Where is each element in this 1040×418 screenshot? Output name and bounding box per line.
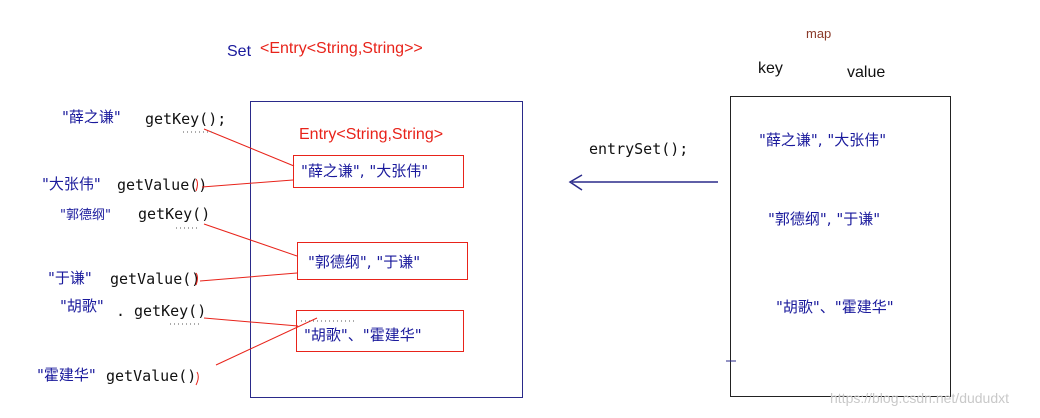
- entryset-arrow: [568, 174, 718, 191]
- entryset-method-label: entrySet();: [589, 140, 689, 158]
- left-method-call: getKey(): [138, 205, 211, 223]
- left-value: "霍建华": [37, 366, 96, 384]
- left-value: "郭德纲": [60, 208, 111, 223]
- left-method-call: getKey();: [145, 110, 227, 128]
- map-container: [730, 96, 951, 397]
- connector-line: [201, 179, 294, 188]
- map-label: map: [806, 26, 832, 41]
- set-container: [250, 101, 523, 398]
- underline-dots: [170, 131, 355, 325]
- separator-dot: .: [116, 302, 126, 320]
- left-method-call: getValue(): [117, 176, 208, 194]
- key-header: key: [758, 60, 783, 77]
- entry-type-label: Entry<String,String>: [299, 126, 444, 143]
- watermark: https://blog.csdn.net/dududxt: [830, 390, 1010, 406]
- left-value: "大张伟": [42, 175, 101, 193]
- left-method-call: getValue(): [110, 270, 201, 288]
- connector-line: [203, 317, 299, 327]
- left-value: "于谦": [48, 269, 92, 287]
- entry-box: "薛之谦", "大张伟": [293, 155, 464, 188]
- left-method-call: getKey(): [134, 302, 207, 320]
- entry-text: "胡歌"、"霍建华": [304, 326, 422, 344]
- map-entry: "胡歌"、"霍建华": [776, 298, 894, 316]
- left-value: "薛之谦": [62, 108, 121, 126]
- entry-text: "郭德纲", "于谦": [308, 253, 421, 271]
- left-value: "胡歌": [60, 297, 104, 315]
- left-method-call: getValue(): [106, 367, 197, 385]
- value-header: value: [847, 64, 886, 81]
- entry-text: "薛之谦", "大张伟": [301, 162, 429, 180]
- set-type-label: <Entry<String,String>>: [260, 40, 423, 57]
- red-tick-marks: [195, 178, 199, 386]
- set-label: Set: [227, 43, 252, 60]
- entry-box: "郭德纲", "于谦": [297, 242, 468, 280]
- connector-line: [215, 317, 318, 366]
- entry-box: "胡歌"、"霍建华": [296, 310, 464, 352]
- connector-line: [199, 272, 298, 282]
- map-entry: "郭德纲", "于谦": [768, 210, 881, 228]
- connector-line: [203, 128, 295, 167]
- map-entry: "薛之谦", "大张伟": [759, 131, 887, 149]
- connector-line: [203, 223, 298, 257]
